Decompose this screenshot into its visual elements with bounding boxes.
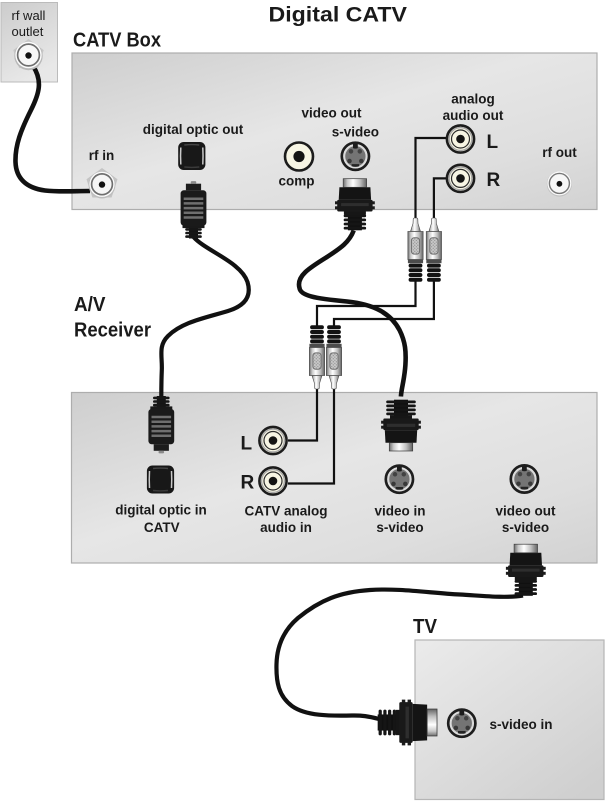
svg-text:video out: video out — [496, 504, 557, 519]
svg-text:video out: video out — [302, 106, 363, 121]
svg-text:audio in: audio in — [260, 520, 312, 535]
svg-text:rf in: rf in — [89, 148, 115, 163]
svg-text:CATV: CATV — [144, 520, 180, 535]
svg-text:comp: comp — [278, 174, 314, 189]
svg-text:rf out: rf out — [542, 145, 577, 160]
svg-text:video in: video in — [374, 504, 425, 519]
svg-text:analog: analog — [451, 92, 495, 107]
svg-text:A/V: A/V — [74, 293, 106, 316]
svg-text:rf wall: rf wall — [12, 8, 46, 23]
svg-text:TV: TV — [413, 615, 437, 638]
svg-text:s-video in: s-video in — [490, 717, 553, 732]
svg-text:L: L — [241, 434, 253, 455]
svg-text:s-video: s-video — [376, 520, 423, 535]
svg-text:R: R — [487, 170, 501, 191]
svg-text:Receiver: Receiver — [74, 318, 151, 341]
svg-text:L: L — [487, 132, 499, 153]
svg-text:s-video: s-video — [502, 520, 549, 535]
svg-text:digital optic in: digital optic in — [115, 502, 207, 517]
svg-text:CATV analog: CATV analog — [244, 503, 327, 518]
svg-text:CATV Box: CATV Box — [73, 29, 162, 52]
svg-text:digital optic out: digital optic out — [143, 122, 244, 137]
svg-text:audio out: audio out — [443, 108, 504, 123]
svg-text:s-video: s-video — [332, 125, 379, 140]
svg-text:Digital CATV: Digital CATV — [269, 3, 408, 27]
svg-text:R: R — [241, 473, 255, 494]
svg-text:outlet: outlet — [12, 24, 44, 39]
